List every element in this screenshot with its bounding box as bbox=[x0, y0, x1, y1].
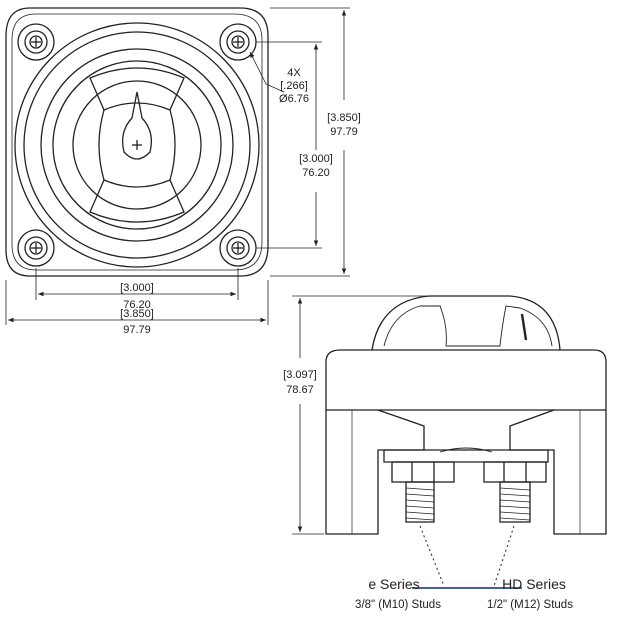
hole-dia-in-label: [.266] bbox=[280, 80, 308, 92]
hole-spacing-v-in-label: [3.000] bbox=[299, 153, 333, 165]
outer-ring-2 bbox=[23, 31, 251, 259]
hole-spacing-h-in-label: [3.000] bbox=[120, 282, 154, 294]
knob-dome-face bbox=[383, 305, 553, 347]
hd-series-sub: 1/2" (M12) Studs bbox=[487, 599, 573, 611]
top-view-dimensions bbox=[5, 7, 350, 325]
mounting-hole-bl bbox=[17, 229, 55, 267]
mounting-hole-tl bbox=[17, 23, 55, 61]
height-mm-label: 97.79 bbox=[330, 126, 358, 138]
flange-inner-outline bbox=[11, 13, 263, 271]
hd-series-title: HD Series bbox=[502, 576, 566, 592]
hole-count-label: 4X bbox=[287, 67, 301, 79]
flange-outline bbox=[5, 7, 269, 277]
knob-pointer-side bbox=[520, 313, 528, 341]
base-plate bbox=[383, 449, 549, 463]
hole-dia-mm-label: Ø6.76 bbox=[279, 93, 309, 105]
top-view-labels: 4X [.266] Ø6.76 [3.850] 97.79 [3.000] 76… bbox=[120, 67, 361, 336]
knob-wing-bottom bbox=[89, 179, 185, 223]
knob-inner bbox=[72, 80, 202, 210]
housing bbox=[325, 349, 607, 411]
height-in-label: [3.850] bbox=[327, 112, 361, 124]
width-in-label: [3.850] bbox=[120, 308, 154, 320]
side-view bbox=[325, 295, 607, 535]
e-series-sub: 3/8" (M10) Studs bbox=[355, 599, 441, 611]
hole-spacing-h-mm-label: 76.20 bbox=[123, 299, 151, 311]
side-view-dimensions bbox=[292, 295, 430, 535]
knob-outer bbox=[52, 60, 222, 230]
top-view bbox=[5, 7, 269, 277]
side-height-in-label: [3.097] bbox=[283, 369, 317, 381]
outer-ring bbox=[14, 22, 260, 268]
left-leg bbox=[325, 409, 425, 535]
series-labels: e Series 3/8" (M10) Studs HD Series 1/2"… bbox=[355, 576, 573, 611]
knob-grip bbox=[98, 109, 176, 181]
side-height-mm-label: 78.67 bbox=[286, 384, 314, 396]
knob-wing-top bbox=[89, 67, 185, 111]
right-stud bbox=[483, 461, 547, 523]
mounting-hole-tr bbox=[219, 23, 257, 61]
side-view-labels: [3.097] 78.67 bbox=[283, 369, 317, 396]
width-mm-label: 97.79 bbox=[123, 324, 151, 336]
left-stud bbox=[391, 461, 455, 523]
knob-dome bbox=[371, 295, 561, 351]
knob-pointer bbox=[121, 91, 153, 160]
bezel-ring bbox=[40, 48, 234, 242]
e-series-title: e Series bbox=[368, 576, 419, 592]
hole-spacing-v-mm-label: 76.20 bbox=[302, 167, 330, 179]
right-leg bbox=[509, 409, 607, 535]
stud-callouts bbox=[419, 525, 515, 587]
mounting-hole-br bbox=[219, 229, 257, 267]
